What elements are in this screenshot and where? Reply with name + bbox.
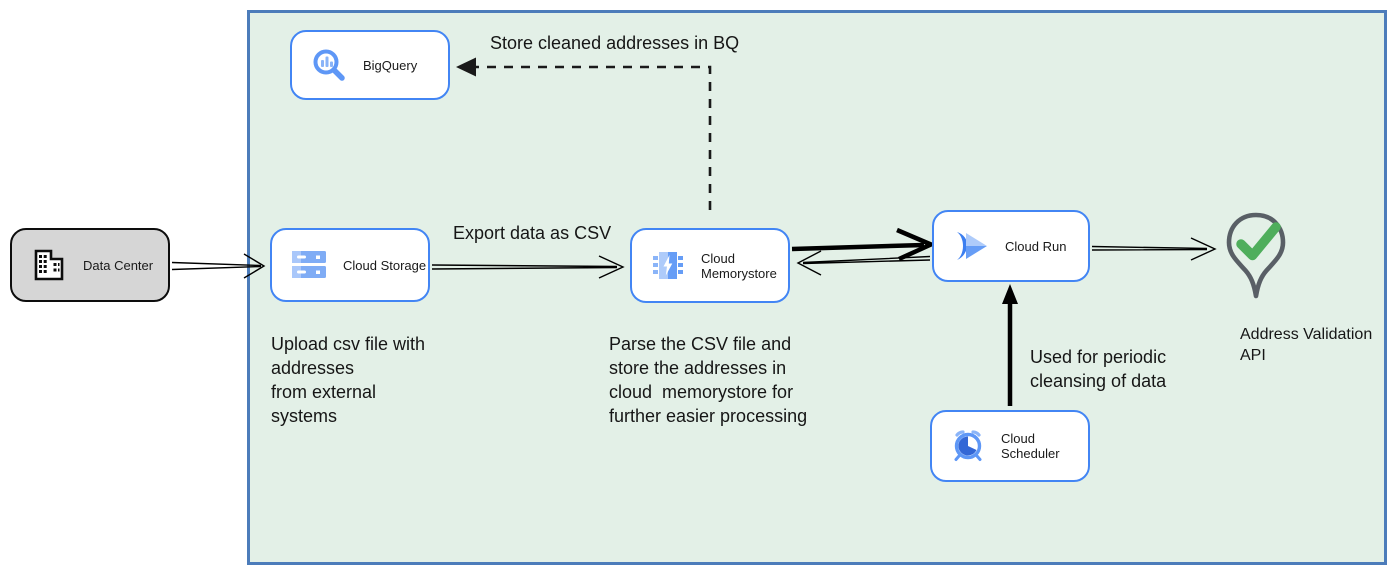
node-label-cloud-scheduler: Cloud Scheduler: [1001, 431, 1060, 461]
node-label-cloud-memorystore: Cloud Memorystore: [701, 250, 777, 281]
building-icon: [30, 247, 68, 283]
note-parse-csv: Parse the CSV file and store the address…: [609, 334, 808, 426]
node-label-cloud-run: Cloud Run: [1005, 238, 1067, 254]
node-address-validation[interactable]: [1220, 207, 1292, 314]
node-label-address-validation: Address Validation API: [1240, 326, 1373, 364]
cloud-run-chevrons-icon: [952, 230, 990, 262]
node-label-bigquery: BigQuery: [363, 57, 418, 73]
node-cloud-memorystore[interactable]: Cloud Memorystore: [630, 228, 790, 303]
node-cloud-run[interactable]: Cloud Run: [932, 210, 1090, 282]
map-pin-check-icon: [1226, 212, 1286, 299]
edge-label-store-bq: Store cleaned addresses in BQ: [490, 33, 740, 53]
edge-label-export-csv: Export data as CSV: [453, 223, 612, 243]
storage-buckets-icon: [290, 248, 328, 282]
node-data-center[interactable]: Data Center: [10, 228, 170, 302]
node-label-cloud-storage: Cloud Storage: [343, 257, 427, 273]
node-cloud-scheduler[interactable]: Cloud Scheduler: [930, 410, 1090, 482]
gcp-container: [247, 10, 1387, 565]
edge-label-periodic-cleansing: Used for periodic cleansing of data: [1030, 347, 1167, 391]
memory-chip-icon: [650, 248, 686, 284]
node-bigquery[interactable]: BigQuery: [290, 30, 450, 100]
alarm-clock-icon: [950, 428, 986, 464]
note-upload-csv: Upload csv file with addresses from exte…: [271, 334, 426, 426]
bigquery-magnifier-icon: [310, 47, 348, 83]
node-label-data-center: Data Center: [83, 257, 154, 273]
node-cloud-storage[interactable]: Cloud Storage: [270, 228, 430, 302]
